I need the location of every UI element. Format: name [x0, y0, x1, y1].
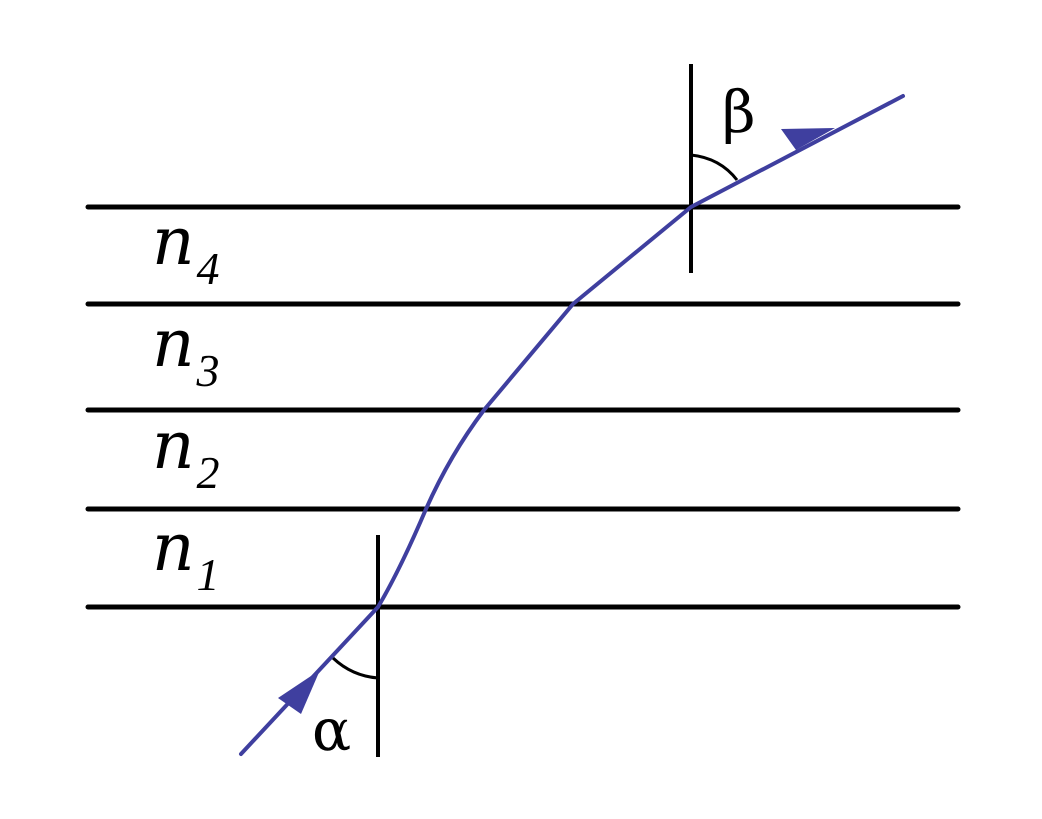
angle-arc-alpha [331, 656, 379, 680]
layer-label-n3-index: 3 [196, 345, 220, 396]
layer-label-n2-symbol: n [152, 407, 195, 484]
layer-label-n1: n1 [152, 509, 220, 600]
layer-label-n1-index: 1 [197, 549, 220, 600]
layer-label-n4: n4 [152, 203, 220, 294]
layer-label-n4-symbol: n [152, 203, 195, 280]
arrowhead-exit [781, 128, 835, 150]
arrowhead-incident [278, 670, 320, 714]
angle-label-alpha: α [312, 696, 351, 764]
layer-label-n4-index: 4 [197, 243, 220, 294]
layer-label-n2: n2 [152, 407, 220, 498]
light-ray [239, 94, 905, 756]
layer-label-n3-symbol: n [152, 305, 195, 382]
layer-label-n2-index: 2 [197, 447, 220, 498]
angle-arc-beta [690, 153, 739, 181]
angle-label-beta: β [722, 78, 756, 146]
layer-label-n1-symbol: n [152, 509, 195, 586]
layer-label-n3: n3 [152, 305, 220, 396]
